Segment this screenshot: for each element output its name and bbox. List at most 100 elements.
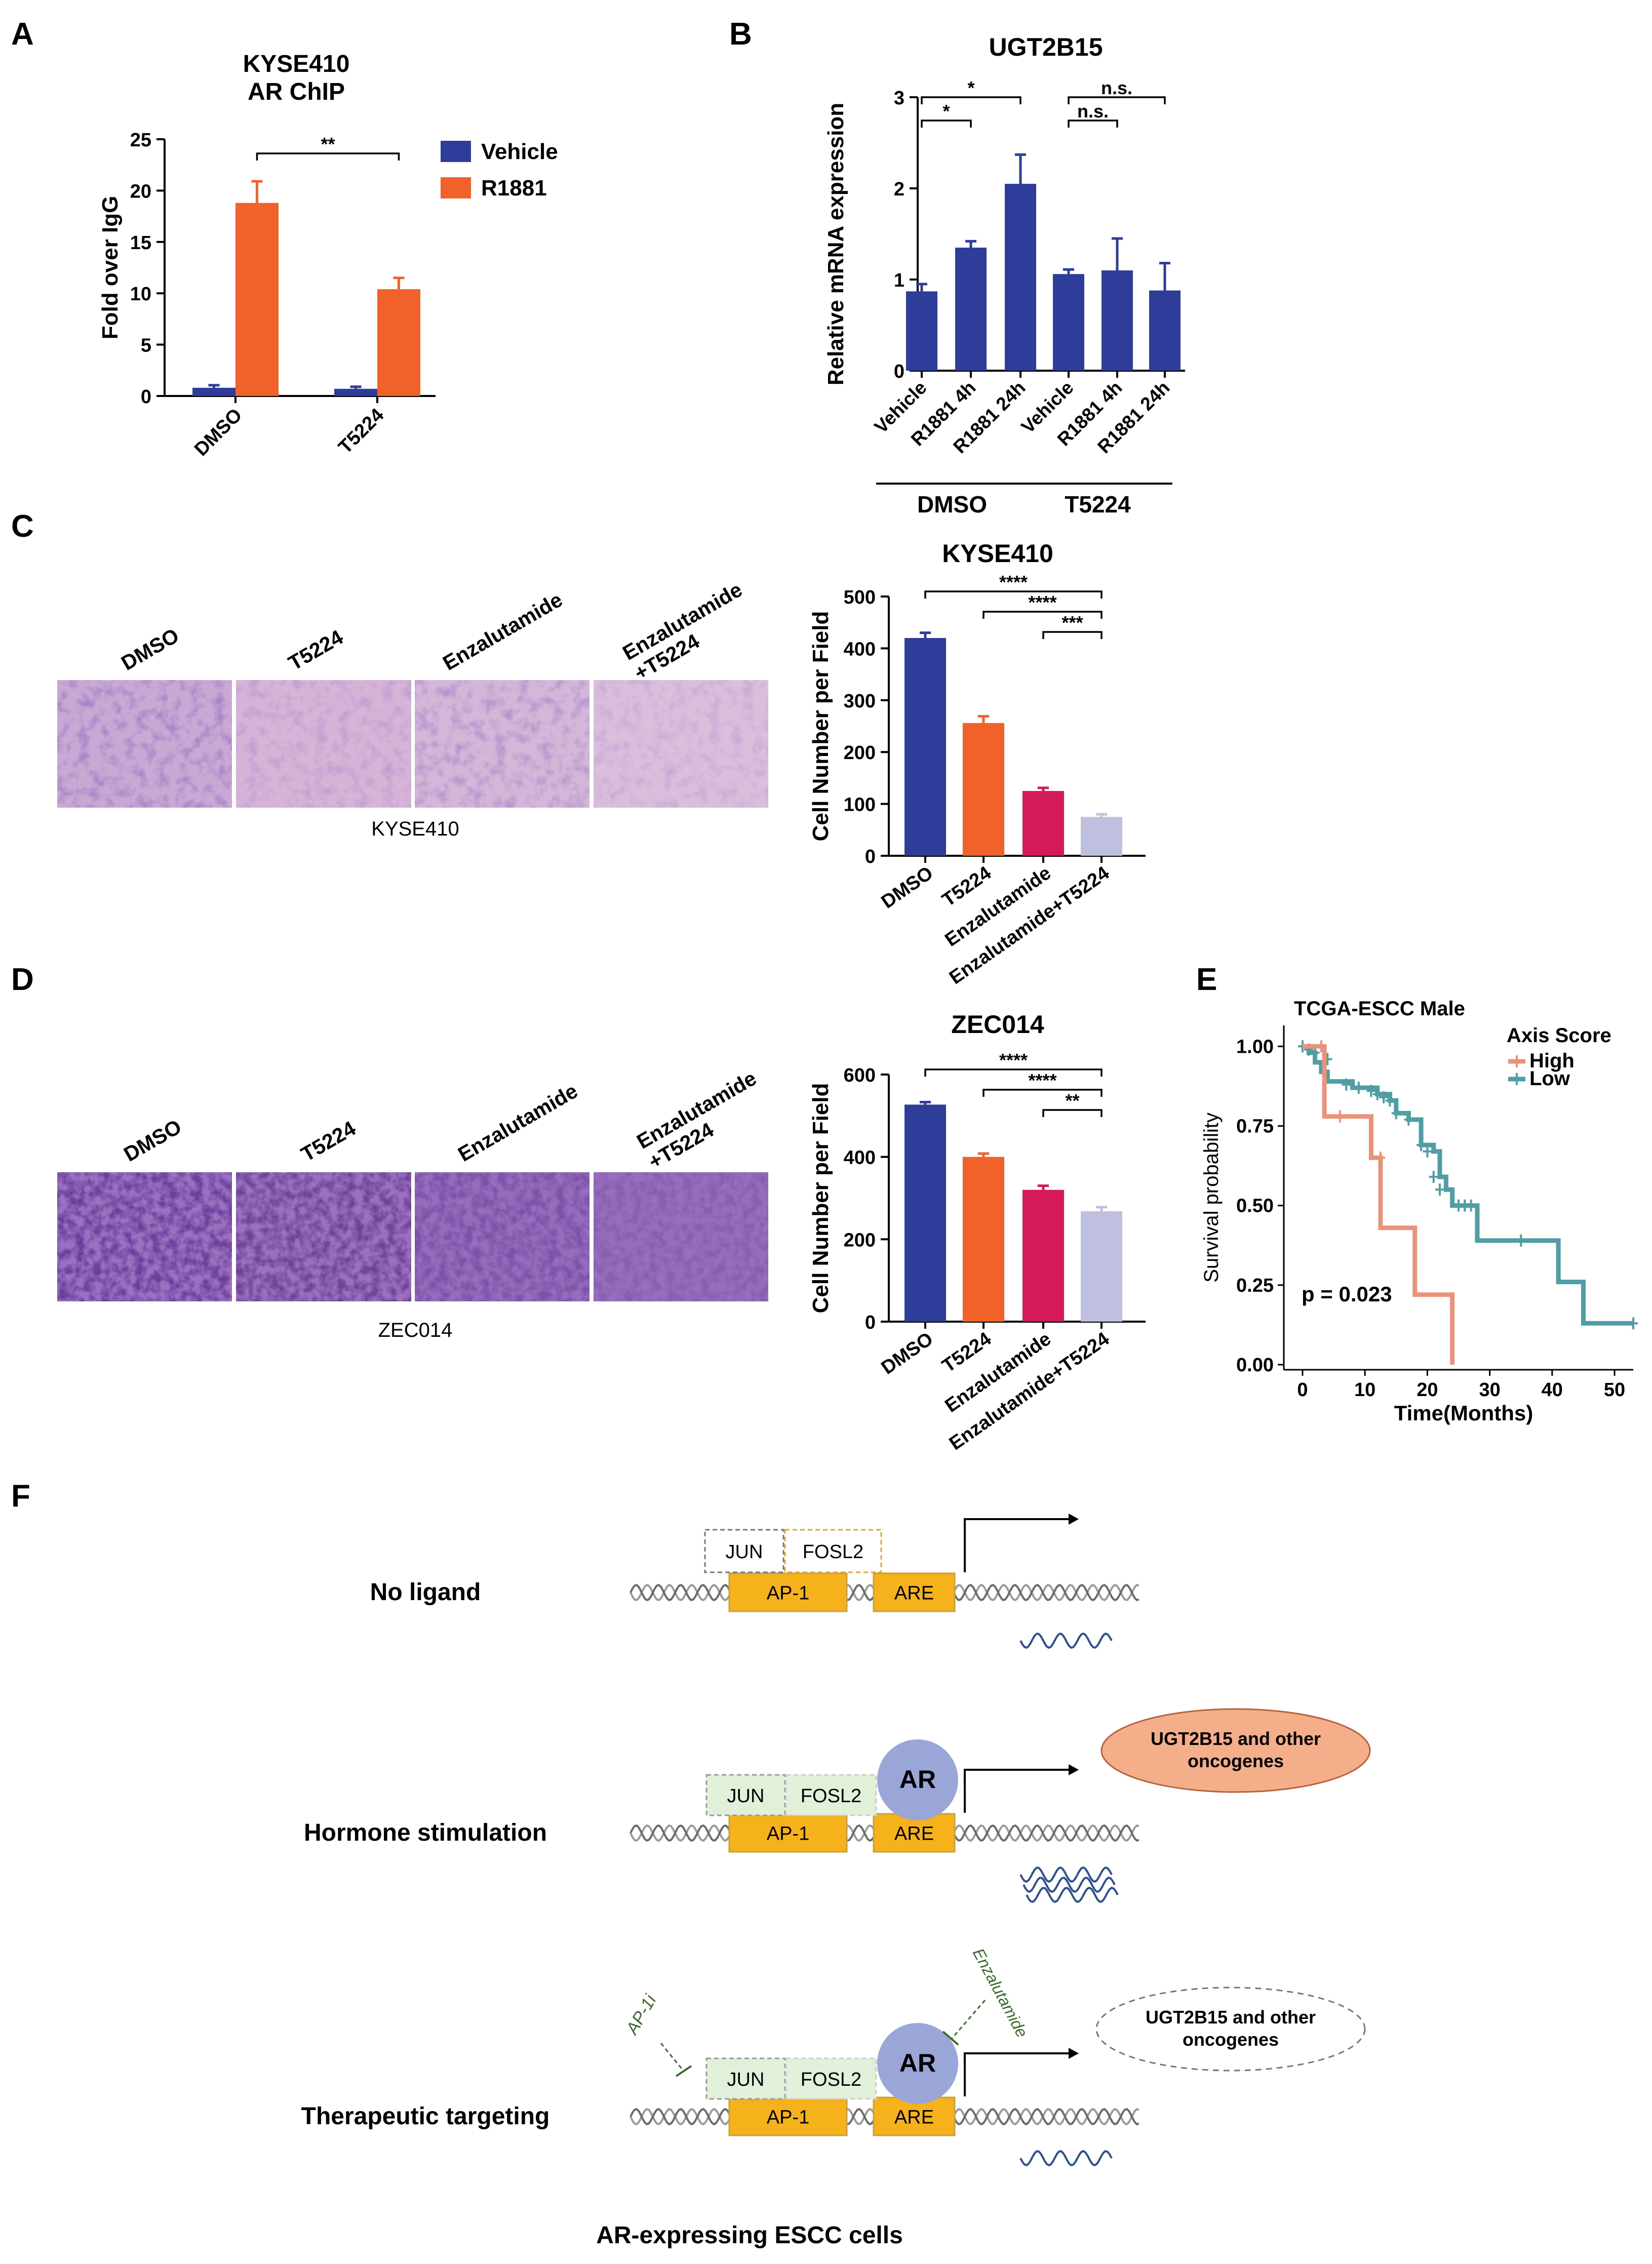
chart-e-censor-low: [1342, 1078, 1351, 1091]
chart-b-y-tick-label: 0: [894, 361, 904, 382]
chart-d-bar-enzalutamide: [1022, 1189, 1064, 1322]
panel-letter-c: C: [11, 509, 34, 544]
panel-f-row-1-jun-label: JUN: [726, 1541, 763, 1563]
chart-b-significance-bracket: [1068, 96, 1166, 104]
chart-e-y-tick-label: 0.25: [1236, 1275, 1274, 1296]
micrograph-c-combo: [594, 680, 768, 808]
panel-f-row-3-tss-arrow: [964, 2052, 1069, 2096]
panel-f-row-1-ap1-label: AP-1: [767, 1583, 809, 1604]
panel-f-row-2-tss-arrow: [964, 1769, 1069, 1813]
chart-c-bar-enzalutamide: [1022, 791, 1064, 856]
chart-b-group-label-t5224: T5224: [1065, 491, 1131, 518]
panel-f-row-2-label: Hormone stimulation: [304, 1819, 547, 1846]
panel-f-row-2-target-label-line1: UGT2B15 and other: [1151, 1728, 1321, 1749]
panel-f-row-3-ar-label: AR: [899, 2049, 936, 2077]
chart-b-bar-5-r1881-24h: [1149, 290, 1181, 371]
chart-b-group-label-dmso: DMSO: [917, 491, 987, 518]
chart-a-legend-swatch-r1881: [441, 177, 471, 198]
chart-c-x-tick-label-0: DMSO: [878, 862, 937, 913]
panel-f-row-3-enzalutamide-line: [951, 2000, 986, 2039]
chart-e-x-tick-label: 30: [1479, 1379, 1500, 1401]
chart-a-title-line1: KYSE410: [243, 51, 350, 77]
chart-d-bar-dmso: [904, 1104, 946, 1322]
chart-a-title-line2: AR ChIP: [248, 78, 345, 105]
panel-letters: A B C D E F: [11, 17, 1217, 1514]
chart-e-legend-title: Axis Score: [1507, 1024, 1611, 1047]
chart-b-y-tick-label: 1: [894, 270, 904, 291]
chart-b-significance-label: n.s.: [1077, 101, 1109, 122]
chart-b-significance-label: n.s.: [1101, 77, 1132, 98]
panel-f-row-1-ap1-box: [728, 1572, 848, 1612]
chart-e-legend-censor-low: [1512, 1073, 1521, 1085]
panel-f-row-2-jun-box: [705, 1774, 786, 1816]
micrograph-d-enzalutamide: [415, 1172, 589, 1301]
panel-f-row-1-tss-arrowhead: [1069, 1514, 1079, 1525]
chart-e-y-tick-label: 0.00: [1236, 1355, 1274, 1376]
panel-f-row-3-jun-label: JUN: [727, 2069, 765, 2090]
panel-c-micrographs: DMSO T5224 Enzalutamide Enzalutamide +T5…: [57, 578, 768, 840]
micrograph-c-caption: KYSE410: [371, 818, 459, 840]
chart-e-legend-label-high: High: [1529, 1050, 1575, 1072]
micrograph-d-dmso: [57, 1172, 232, 1301]
panel-f-row-2-ap1-label: AP-1: [767, 1823, 809, 1845]
chart-b-y-tick-label: 3: [894, 88, 904, 109]
chart-b-bar-3-vehicle: [1053, 274, 1084, 371]
chart-e-x-tick-label: 10: [1354, 1379, 1375, 1401]
panel-f-row-1-mrna-wave: [1019, 1632, 1113, 1649]
panel-f-row-2-are-label: ARE: [894, 1823, 934, 1845]
micrograph-d-combo: [594, 1172, 768, 1301]
chart-c-bar-t5224: [963, 723, 1004, 856]
micrograph-c-label-dmso: DMSO: [117, 623, 183, 674]
micrograph-c-t5224: [236, 680, 411, 808]
panel-f-row-2-target-label-line2: oncogenes: [1188, 1751, 1284, 1771]
panel-f-row-1-jun-box: [704, 1529, 784, 1573]
chart-e-censor-low: [1629, 1317, 1638, 1330]
panel-letter-d: D: [11, 962, 34, 997]
chart-d-y-tick-label: 400: [844, 1147, 876, 1169]
chart-d-y-tick-label: 0: [865, 1312, 876, 1333]
chart-c-bar-enzalutamide-t5224: [1081, 817, 1122, 856]
chart-c-significance-bracket: [982, 611, 1103, 619]
chart-d-significance-label: **: [1065, 1090, 1079, 1111]
chart-d-title: ZEC014: [951, 1010, 1044, 1039]
chart-e-censor-low: [1423, 1145, 1432, 1158]
chart-b-bar-2-r1881-24h: [1005, 184, 1036, 371]
chart-a-y-tick-label: 0: [141, 386, 151, 408]
panel-f-row-3-label: Therapeutic targeting: [301, 2103, 550, 2130]
chart-e-y-tick-label: 0.50: [1236, 1196, 1274, 1217]
panel-f-row-3-ap1i-line: [660, 2043, 685, 2072]
chart-e-censor-low: [1379, 1091, 1389, 1103]
panel-f-footer: AR-expressing ESCC cells: [596, 2222, 903, 2249]
chart-c-significance-bracket: [924, 590, 1103, 599]
chart-b-y-axis-label: Relative mRNA expression: [823, 103, 848, 385]
chart-a-bar-t5224-r1881: [377, 289, 420, 396]
chart-e-censor-low: [1516, 1234, 1526, 1247]
chart-a-y-tick-label: 10: [130, 284, 151, 305]
chart-d-significance-bracket: [924, 1068, 1103, 1077]
panel-f-row-1-tss-arrow: [964, 1518, 1069, 1572]
panel-f-row-3-target-ellipse: [1095, 1987, 1366, 2072]
panel-f-row-3-enzalutamide-blocker: [942, 2031, 959, 2046]
chart-e-censor-low: [1435, 1183, 1445, 1196]
panel-f-row-3-tss-arrowhead: [1069, 2048, 1079, 2059]
panel-d-micrographs: DMSO T5224 Enzalutamide Enzalutamide +T5…: [57, 1066, 768, 1341]
chart-b-bar-0-vehicle: [906, 291, 937, 371]
chart-c-significance-label: ****: [999, 572, 1028, 592]
panel-letter-f: F: [11, 1479, 30, 1514]
chart-c-significance-bracket: [1042, 631, 1103, 639]
chart-a-x-tick-label: T5224: [334, 405, 388, 458]
chart-a-legend-swatch-vehicle: [441, 141, 471, 162]
panel-f-row-3-fosl2-label: FOSL2: [801, 2069, 861, 2090]
chart-e-censor-high: [1335, 1110, 1345, 1123]
chart-c-y-tick-label: 200: [844, 742, 876, 764]
chart-b-significance-bracket: [921, 96, 1021, 104]
panel-f-row-3-target-label-line2: oncogenes: [1183, 2029, 1279, 2050]
chart-b-significance-bracket: [921, 120, 972, 128]
chart-e-y-tick-label: 1.00: [1236, 1036, 1274, 1057]
